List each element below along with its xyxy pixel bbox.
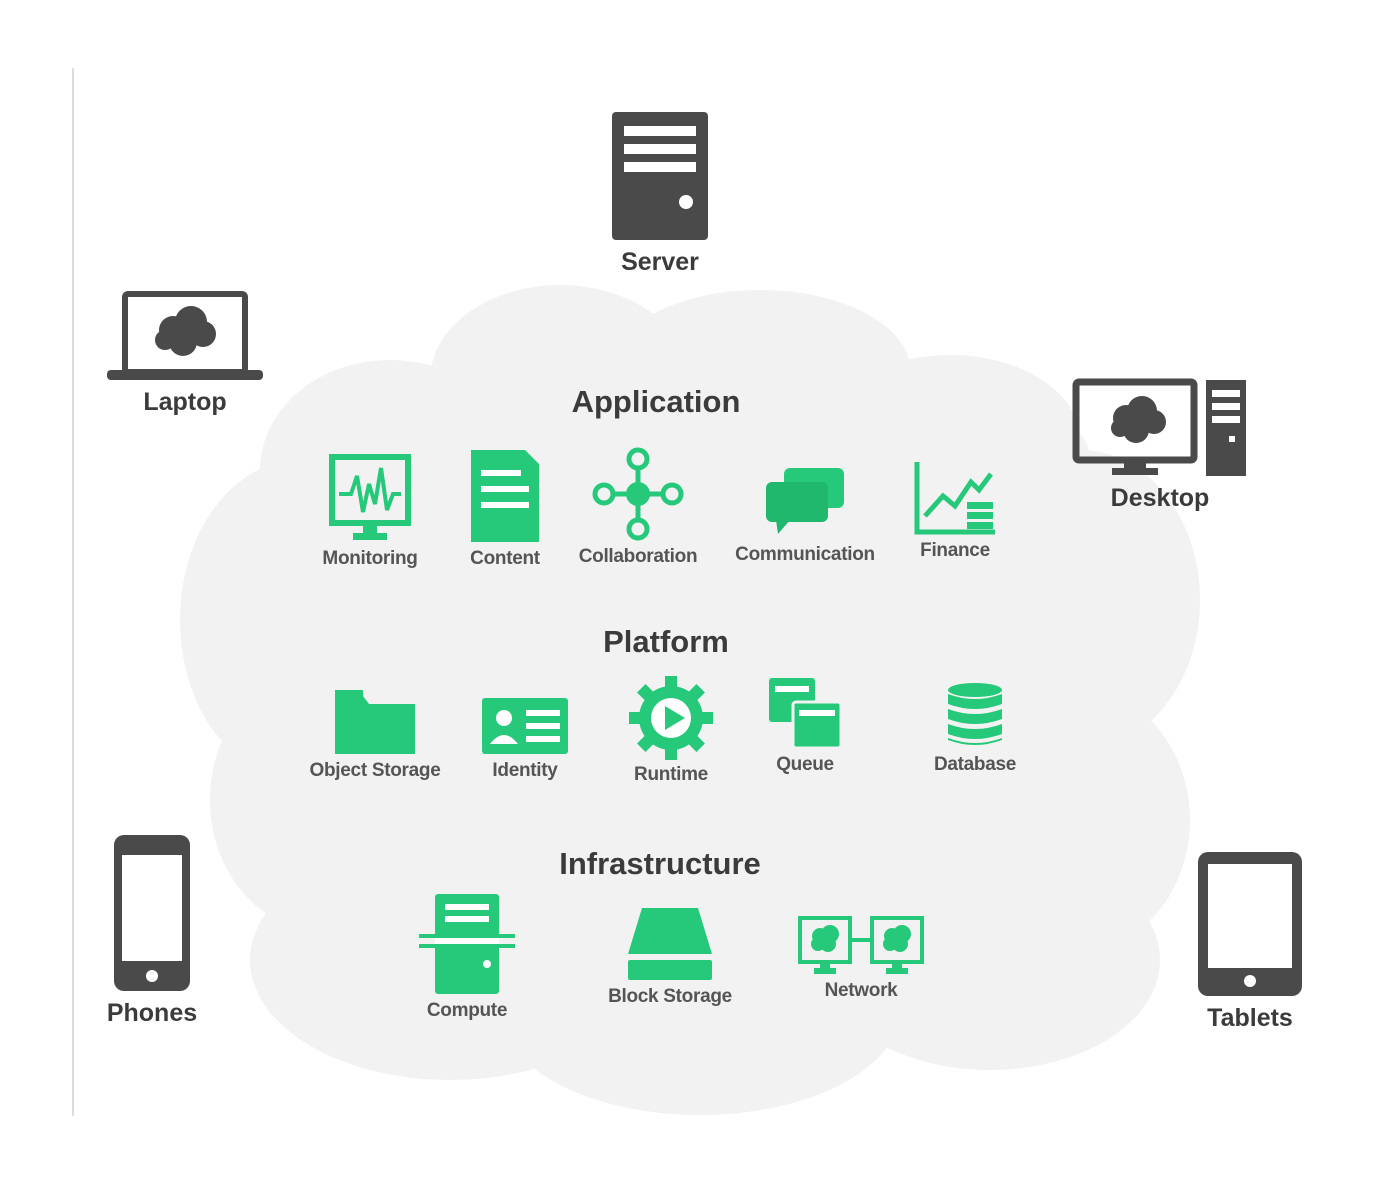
monitoring-icon [329, 454, 411, 540]
device-label-desktop: Desktop [1110, 484, 1210, 512]
compute-server-icon [419, 894, 515, 994]
app-item-label: Communication [735, 544, 875, 565]
runtime-gear-icon [629, 676, 713, 760]
collaboration-icon [592, 447, 684, 541]
app-item-label: Finance [920, 540, 990, 561]
finance-icon [914, 462, 995, 535]
device-server: Server [560, 110, 760, 277]
communication-icon [766, 468, 844, 534]
platform-item-database: Database [890, 682, 1060, 776]
device-label-phones: Phones [106, 999, 198, 1027]
app-item-content: Content [420, 448, 590, 570]
section-title-application: Application [571, 384, 741, 419]
platform-item-identity: Identity [440, 696, 610, 782]
app-item-finance: Finance [870, 460, 1040, 562]
platform-item-runtime: Runtime [586, 676, 756, 786]
infra-item-label: Compute [426, 1000, 508, 1021]
tablet-icon [1198, 852, 1302, 996]
folder-icon [335, 690, 415, 754]
section-title-platform: Platform [603, 624, 729, 659]
device-label-tablets: Tablets [1207, 1004, 1293, 1032]
app-item-label: Content [470, 548, 540, 569]
infra-item-compute: Compute [382, 892, 552, 1022]
app-item-communication: Communication [720, 464, 890, 566]
desktop-computer-icon [1072, 378, 1246, 476]
app-item-monitoring: Monitoring [285, 454, 455, 570]
id-card-icon [482, 698, 568, 754]
infra-item-label: Block Storage [608, 986, 732, 1007]
left-border-line [72, 68, 74, 1116]
platform-item-object-storage: Object Storage [290, 688, 460, 782]
infra-item-label: Network [824, 980, 898, 1001]
queue-icon [769, 678, 843, 750]
server-tower-icon [612, 112, 708, 240]
laptop-icon [107, 291, 263, 380]
platform-item-label: Runtime [634, 764, 708, 785]
device-phones: Phones [92, 833, 212, 1028]
app-item-collaboration: Collaboration [553, 446, 723, 568]
app-item-label: Collaboration [578, 546, 698, 567]
section-title-infrastructure: Infrastructure [559, 846, 761, 881]
device-desktop: Desktop [1070, 378, 1250, 513]
block-storage-icon [628, 908, 712, 980]
content-icon [471, 450, 539, 542]
phone-icon [114, 835, 190, 991]
network-icon [798, 916, 924, 974]
device-label-server: Server [621, 248, 699, 276]
infra-item-network: Network [776, 916, 946, 1002]
database-icon [948, 683, 1002, 745]
platform-item-label: Database [933, 754, 1017, 775]
infra-item-block-storage: Block Storage [585, 906, 755, 1008]
platform-item-label: Identity [492, 760, 558, 781]
device-tablets: Tablets [1180, 850, 1320, 1033]
device-label-laptop: Laptop [143, 388, 227, 416]
platform-item-label: Object Storage [309, 760, 441, 781]
device-laptop: Laptop [100, 290, 270, 417]
platform-item-label: Queue [776, 754, 834, 775]
app-item-label: Monitoring [322, 548, 418, 569]
platform-item-queue: Queue [720, 676, 890, 776]
